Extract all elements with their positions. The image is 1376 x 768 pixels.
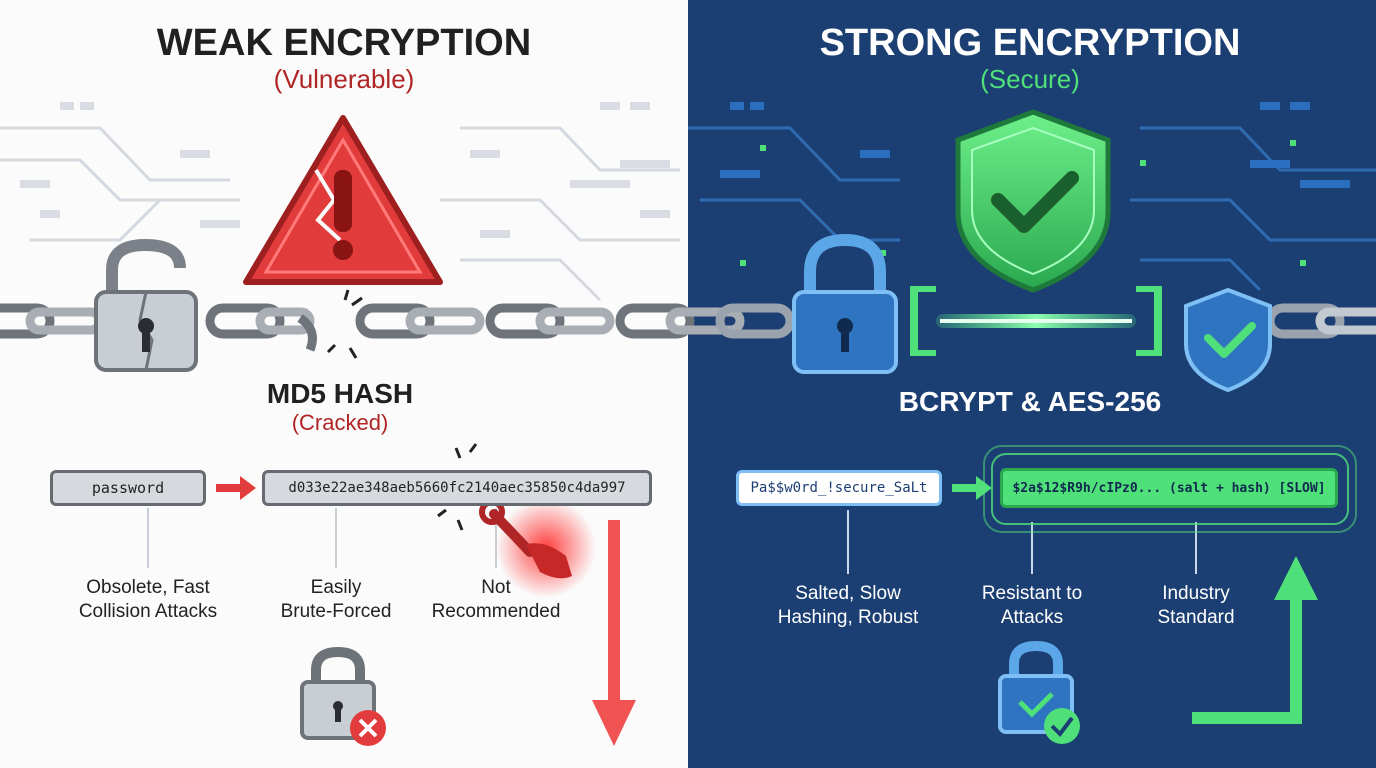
weak-note-2-line2: Brute-Forced bbox=[280, 601, 392, 622]
strong-note-1: Salted, Slow Hashing, Robust bbox=[758, 582, 938, 630]
wrench-hand-icon bbox=[479, 498, 596, 598]
weak-algorithm-label: MD5 HASH bbox=[266, 378, 414, 409]
strong-note-2-line2: Attacks bbox=[1000, 607, 1064, 628]
down-arrow-icon bbox=[592, 520, 636, 746]
encryption-beam bbox=[910, 286, 1162, 356]
locked-x-icon bbox=[300, 646, 386, 746]
circuit-traces-left bbox=[0, 126, 680, 302]
strong-input-field: Pa$$w0rd_!secure_SaLt bbox=[736, 470, 942, 506]
weak-note-2-line1: Easily bbox=[310, 577, 362, 598]
weak-note-1-line1: Obsolete, Fast bbox=[86, 577, 210, 598]
hash-frame-lines bbox=[983, 445, 1357, 533]
strong-note-1-line2: Hashing, Robust bbox=[777, 607, 919, 628]
strong-note-3: Industry Standard bbox=[1126, 582, 1266, 630]
strong-algorithm-label: BCRYPT & AES-256 bbox=[898, 386, 1162, 417]
broken-chain-icon bbox=[326, 289, 363, 359]
weak-hash-field: d033e22ae348aeb5660fc2140aec35850c4da997 bbox=[262, 470, 652, 506]
strong-note-3-line2: Standard bbox=[1157, 607, 1235, 628]
right-arrow-right bbox=[952, 476, 992, 500]
strong-note-1-line1: Salted, Slow bbox=[795, 583, 901, 604]
small-shield-check-icon bbox=[1184, 287, 1272, 393]
weak-note-3-line2: Recommended bbox=[431, 601, 561, 622]
circuit-bits-right bbox=[720, 102, 1350, 188]
weak-status-label: (Cracked) bbox=[291, 410, 389, 435]
weak-title: WEAK ENCRYPTION bbox=[156, 22, 532, 64]
right-arrow-left bbox=[216, 476, 256, 500]
circuit-bits-left bbox=[20, 102, 670, 238]
locked-check-icon bbox=[998, 640, 1080, 744]
broken-padlock-icon bbox=[94, 238, 198, 372]
strong-title: STRONG ENCRYPTION bbox=[819, 22, 1241, 64]
weak-note-1-line2: Collision Attacks bbox=[78, 601, 218, 622]
green-dots bbox=[740, 140, 1306, 266]
weak-subtitle: (Vulnerable) bbox=[273, 64, 415, 94]
crack-marks bbox=[437, 443, 478, 531]
chain bbox=[0, 303, 1376, 352]
weak-note-3-line1: Not bbox=[481, 577, 511, 598]
warning-triangle-icon bbox=[243, 115, 443, 285]
strong-note-3-line1: Industry bbox=[1162, 583, 1230, 604]
up-arrow-icon bbox=[1192, 556, 1318, 724]
shield-check-icon bbox=[955, 109, 1111, 293]
weak-note-2: Easily Brute-Forced bbox=[256, 576, 416, 624]
right-connectors bbox=[847, 510, 1197, 574]
padlock-icon bbox=[792, 233, 898, 374]
strong-note-2-line1: Resistant to bbox=[981, 583, 1083, 604]
strong-hash-field: $2a$12$R9h/cIPz0... (salt + hash) [SLOW] bbox=[1000, 468, 1338, 508]
strong-note-2: Resistant to Attacks bbox=[952, 582, 1112, 630]
weak-note-1: Obsolete, Fast Collision Attacks bbox=[48, 576, 248, 624]
left-connectors bbox=[147, 508, 497, 568]
weak-note-3: Not Recommended bbox=[416, 576, 576, 624]
weak-input-field: password bbox=[50, 470, 206, 506]
strong-subtitle: (Secure) bbox=[980, 64, 1080, 94]
